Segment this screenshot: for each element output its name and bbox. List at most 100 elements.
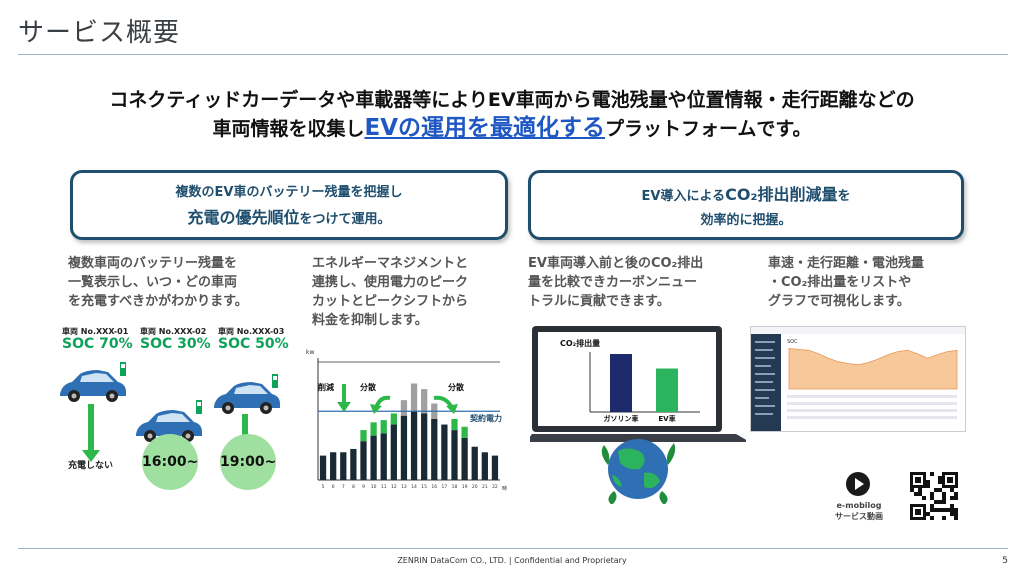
power-bar — [380, 433, 387, 480]
feature-box-charging-rest: をつけて運用。 — [299, 212, 391, 227]
power-bar — [400, 415, 408, 480]
power-tick-label: 13 — [401, 484, 407, 490]
power-tick-label: 7 — [342, 484, 345, 490]
desc-line: ・CO₂排出量をリストや — [768, 275, 912, 290]
power-tick-label: 17 — [442, 484, 448, 490]
power-bar — [360, 441, 367, 480]
power-tick-label: 6 — [332, 484, 335, 490]
power-bar — [370, 435, 377, 480]
play-video-button[interactable] — [846, 472, 870, 500]
play-icon[interactable] — [846, 472, 870, 496]
power-bar-shifted — [461, 426, 468, 438]
shift-left-label: 分散 — [360, 382, 377, 392]
power-tick-label: 16 — [431, 484, 437, 490]
vehicle-illustration: 車両 No.XXX-01 SOC 70% 車両 No.XXX-02 SOC 30… — [58, 324, 298, 494]
shift-right-arrowhead-icon — [446, 404, 458, 414]
power-bar — [451, 430, 458, 480]
power-bar — [471, 446, 478, 480]
video-caption-line2: サービス動画 — [835, 512, 883, 521]
laptop-base — [526, 434, 750, 442]
desc-line: トラルに貢献できます。 — [528, 294, 670, 309]
power-bar — [350, 448, 357, 480]
footer-divider — [18, 548, 1008, 549]
desc-line: グラフで可視化します。 — [768, 294, 910, 309]
power-bar — [481, 452, 488, 480]
vehicle-soc: SOC 50% — [218, 336, 289, 352]
power-tick-label: 14 — [411, 484, 417, 490]
dashboard-graphics: SOC — [751, 327, 965, 431]
vehicle-label: 車両 No.XXX-03 — [218, 327, 285, 336]
power-tick-label: 5 — [322, 484, 325, 490]
power-bar-shifted — [451, 419, 458, 431]
page-number: 5 — [1002, 556, 1008, 566]
co2-bar — [610, 354, 632, 412]
power-unit-label: kw — [306, 349, 314, 356]
feature-box-charging: 複数のEV車のバッテリー残量を把握し 充電の優先順位をつけて運用。 — [70, 170, 508, 240]
power-bar-shifted — [390, 413, 397, 425]
power-bar — [491, 455, 499, 480]
video-caption: e-mobilog サービス動画 — [826, 500, 892, 522]
headline-line1: コネクティッドカーデータや車載器等によりEV車両から電池残量や位置情報・走行距離… — [109, 89, 915, 111]
vehicle-label: 車両 No.XXX-02 — [140, 327, 207, 336]
power-tick-label: 18 — [452, 484, 458, 490]
power-bar — [330, 452, 337, 480]
shift-right-label: 分散 — [448, 382, 465, 392]
vehicle-result-circle: 19:00~ — [220, 434, 276, 490]
co2-chart-title: CO₂排出量 — [560, 338, 600, 348]
desc-line: 料金を抑制します。 — [312, 313, 428, 328]
vehicle-graphics — [60, 362, 280, 462]
power-tick-label: 12 — [391, 484, 397, 490]
cut-arrowhead-icon — [337, 402, 351, 412]
power-tick-label: 19 — [462, 484, 468, 490]
desc-line: カットとピークシフトから — [312, 294, 469, 309]
feature-box-co2-pre: EV導入による — [641, 189, 726, 204]
dashboard-screenshot: SOC — [750, 326, 966, 432]
feature-box-charging-emphasis: 充電の優先順位 — [187, 208, 300, 227]
desc-battery-list: 複数車両のバッテリー残量を 一覧表示し、いつ・どの車両 を充電すべきかがわかりま… — [68, 254, 248, 311]
headline-line2-post: プラットフォームです。 — [605, 118, 812, 140]
dashboard-area-series — [788, 348, 958, 390]
car-icon — [60, 370, 126, 402]
headline-line2: 車両情報を収集しEVの運用を最適化するプラットフォームです。 — [0, 114, 1024, 143]
charger-icon — [120, 362, 126, 376]
power-bar — [410, 411, 418, 480]
power-bar-removed — [421, 389, 428, 414]
power-x-unit: 時 — [502, 486, 507, 492]
power-tick-label: 22 — [492, 484, 498, 490]
dashboard-chart-label: SOC — [787, 339, 798, 345]
power-tick-label: 8 — [352, 484, 355, 490]
desc-line: 複数車両のバッテリー残量を — [68, 256, 238, 271]
power-bar-removed — [400, 400, 408, 416]
power-tick-label: 9 — [362, 484, 365, 490]
headline-highlight: EVの運用を最適化する — [364, 115, 605, 141]
power-tick-label: 15 — [421, 484, 427, 490]
globe-icon — [601, 439, 676, 505]
arrow-down-icon — [82, 404, 100, 462]
desc-line: 量を比較できカーボンニュー — [528, 275, 698, 290]
headline: コネクティッドカーデータや車載器等によりEV車両から電池残量や位置情報・走行距離… — [0, 86, 1024, 143]
power-bar — [441, 424, 448, 480]
power-bar-shifted — [380, 420, 387, 434]
power-tick-label: 10 — [371, 484, 377, 490]
cut-label: 削減 — [318, 382, 334, 392]
power-bar — [431, 419, 438, 480]
feature-box-charging-line2: 充電の優先順位をつけて運用。 — [73, 204, 505, 228]
qr-code-icon[interactable] — [910, 472, 958, 520]
power-tick-label: 21 — [482, 484, 488, 490]
power-bar — [319, 455, 327, 480]
vehicle-result: 充電しない — [68, 461, 114, 471]
desc-line: EV車両導入前と後のCO₂排出 — [528, 256, 704, 271]
video-caption-line1: e-mobilog — [836, 501, 882, 510]
headline-line2-pre: 車両情報を収集し — [212, 118, 365, 140]
power-bar — [340, 452, 347, 480]
cut-arrow-icon — [342, 384, 346, 404]
feature-box-co2-line2: 効率的に把握。 — [700, 213, 792, 228]
charger-icon — [272, 374, 278, 388]
shift-left-arrowhead-icon — [370, 404, 382, 414]
co2-bar-label: ガソリン車 — [604, 414, 639, 423]
power-bar — [461, 437, 468, 480]
title-divider — [18, 54, 1008, 55]
contract-label: 契約電力 — [469, 413, 502, 423]
